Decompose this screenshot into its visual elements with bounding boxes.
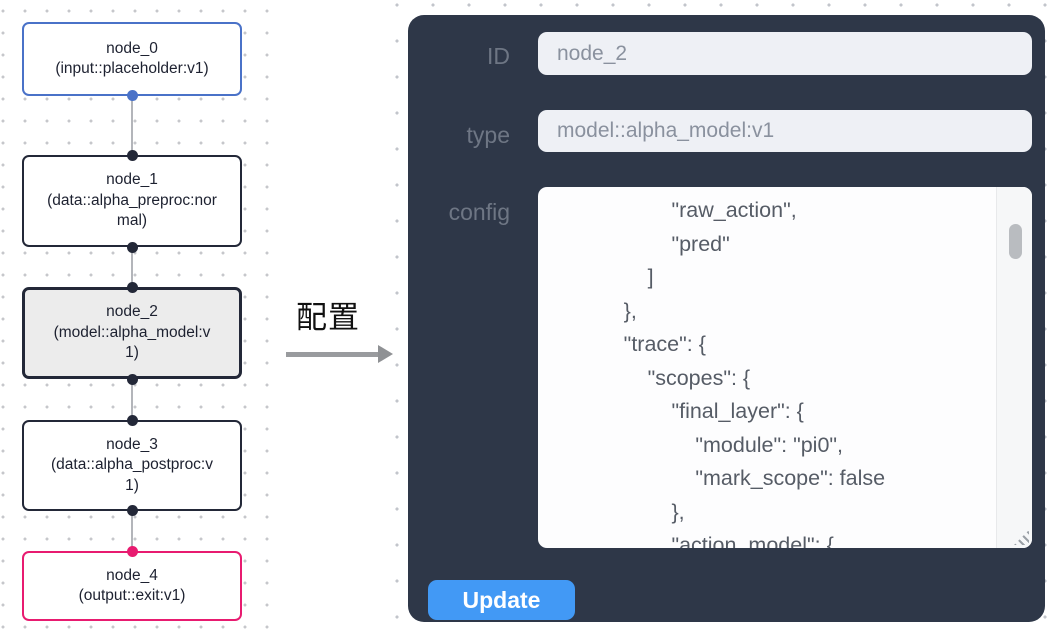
update-button[interactable]: Update <box>428 580 575 620</box>
configure-annotation-label: 配置 <box>296 300 360 335</box>
node-label: node_4 <box>106 566 158 584</box>
node-label: node_1 <box>106 171 158 189</box>
config-editor-content: "raw_action", "pred" ] }, "trace": { "sc… <box>623 198 886 548</box>
node-handle-source[interactable] <box>127 90 138 101</box>
node-type-label: (data::alpha_preproc:normal) <box>47 191 217 230</box>
id-field-label: ID <box>487 43 510 69</box>
flow-edge-2-3 <box>131 379 133 421</box>
node-handle-target[interactable] <box>127 415 138 426</box>
id-input[interactable] <box>538 32 1032 75</box>
flow-node-node_2-selected[interactable]: node_2 (model::alpha_model:v1) <box>22 287 242 379</box>
flow-node-node_3[interactable]: node_3 (data::alpha_postproc:v1) <box>22 420 242 511</box>
config-editor-scroll-thumb[interactable] <box>1009 224 1022 259</box>
flow-node-node_1[interactable]: node_1 (data::alpha_preproc:normal) <box>22 155 242 247</box>
right-arrow-icon <box>286 352 379 357</box>
flow-edge-1-2 <box>131 247 133 288</box>
node-type-label: (output::exit:v1) <box>78 587 186 604</box>
node-type-label: (model::alpha_model:v1) <box>53 323 211 362</box>
node-type-label: (data::alpha_postproc:v1) <box>51 456 213 494</box>
node-type-label: (input::placeholder:v1) <box>55 60 209 77</box>
node-label: node_3 <box>106 435 158 453</box>
node-config-panel: ID type config "raw_action", "pred" ] },… <box>408 15 1045 622</box>
config-field-label: config <box>448 199 510 225</box>
flow-edge-0-1 <box>131 96 133 156</box>
flow-edge-3-4 <box>131 511 133 552</box>
right-arrow-head-icon <box>378 345 393 363</box>
node-handle-source[interactable] <box>127 374 138 385</box>
node-handle-source[interactable] <box>127 242 138 253</box>
node-handle-source[interactable] <box>127 505 138 516</box>
config-editor[interactable]: "raw_action", "pred" ] }, "trace": { "sc… <box>538 187 1032 548</box>
node-handle-target[interactable] <box>127 546 138 557</box>
flow-node-node_4[interactable]: node_4 (output::exit:v1) <box>22 551 242 621</box>
node-handle-target[interactable] <box>127 150 138 161</box>
node-handle-target[interactable] <box>127 282 138 293</box>
node-label: node_2 <box>106 303 158 321</box>
type-field-label: type <box>466 122 510 148</box>
flow-node-node_0[interactable]: node_0 (input::placeholder:v1) <box>22 22 242 96</box>
node-label: node_0 <box>106 39 158 57</box>
config-editor-scrollbar[interactable] <box>996 187 1032 548</box>
type-input[interactable] <box>538 110 1032 152</box>
